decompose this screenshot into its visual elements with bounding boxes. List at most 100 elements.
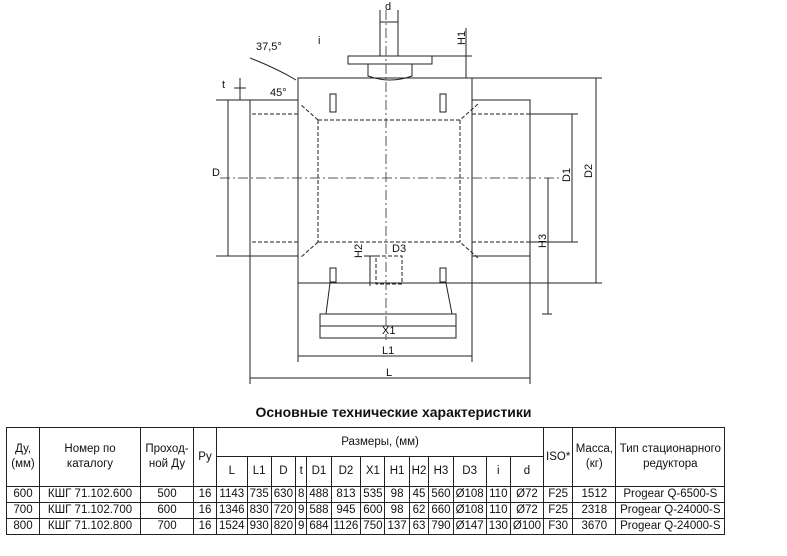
table-cell: F25 [543,486,574,503]
sub-header: H1 [384,456,410,487]
table-cell: 98 [384,486,410,503]
table-cell: Ø72 [509,486,545,503]
sub-header: d [509,456,545,487]
table-cell: 735 [246,486,272,503]
table-cell: 16 [193,518,217,535]
table-cell: 8 [294,486,308,503]
table-cell: 1512 [572,486,617,503]
table-cell: 137 [384,518,410,535]
top-flange [347,55,433,65]
sub-header: D2 [330,456,362,487]
table-cell: 700 [140,518,194,535]
table-cell: 62 [408,502,430,519]
table-cell: 45 [408,486,430,503]
table-cell: 930 [246,518,272,535]
table-cell: F25 [543,502,574,519]
table-cell: КШГ 71.102.800 [39,518,141,535]
table-title: Основные технические характеристики [255,404,532,420]
table-cell: 630 [270,486,296,503]
header-dimensions: Размеры, (мм) [215,427,545,457]
label-H2: H2 [353,244,365,258]
label-D3: D3 [392,243,406,255]
label-X1: X1 [382,325,395,337]
table-cell: 98 [384,502,410,519]
sub-header: H3 [428,456,454,487]
table-cell: Ø108 [452,486,487,503]
sub-header: L1 [246,456,272,487]
table-cell: 800 [6,518,40,535]
table-cell: 588 [306,502,332,519]
label-D: D [212,167,220,179]
header-catalog: Номер по каталогу [39,427,141,487]
table-cell: 9 [294,518,308,535]
table-cell: Progear Q-24000-S [615,502,726,519]
table-cell: 684 [306,518,332,535]
table-cell: 535 [360,486,386,503]
label-L1: L1 [382,345,394,357]
table-cell: 790 [428,518,454,535]
label-angle-45: 45° [270,87,287,99]
table-cell: 945 [330,502,362,519]
table-cell: 560 [428,486,454,503]
header-pressure: Ру [193,427,217,487]
table-cell: Progear Q-6500-S [615,486,726,503]
table-cell: 130 [485,518,511,535]
label-H3: H3 [537,234,549,248]
label-h1: H1 [456,31,468,45]
table-cell: 813 [330,486,362,503]
label-D2: D2 [583,164,595,178]
table-cell: Progear Q-24000-S [615,518,726,535]
table-cell: 63 [408,518,430,535]
table-cell: 600 [360,502,386,519]
header-mass: Масса, (кг) [572,427,617,487]
header-bore: Проход-ной Ду [140,427,194,487]
sub-header: D3 [452,456,487,487]
valve-drawing: d H1 i 37,5° 45° t D D1 D2 D3 H2 H3 X1 L… [212,1,602,384]
table-cell: Ø147 [452,518,487,535]
sub-header: t [294,456,308,487]
table-cell: 660 [428,502,454,519]
header-iso: ISO* [543,427,574,487]
table-cell: 1126 [330,518,362,535]
table-cell: 500 [140,486,194,503]
sub-header: X1 [360,456,386,487]
header-gear: Тип стационарного редуктора [615,427,726,487]
label-t: t [222,79,225,91]
table-cell: 16 [193,486,217,503]
table-cell: 110 [485,502,511,519]
specs-table: Ду, (мм) Номер по каталогу Проход-ной Ду… [6,427,726,535]
sub-header: D1 [306,456,332,487]
table-cell: 1524 [216,518,248,535]
label-i: i [318,35,320,47]
table-cell: Ø100 [509,518,545,535]
header-du: Ду, (мм) [6,427,40,487]
table-cell: 600 [6,486,40,503]
table-cell: F30 [543,518,574,535]
table-cell: Ø72 [509,502,545,519]
table-cell: 110 [485,486,511,503]
table-cell: 3670 [572,518,617,535]
sub-header: L [216,456,248,487]
label-L: L [386,367,392,379]
sub-header: D [270,456,296,487]
stem [379,21,399,57]
table-cell: 830 [246,502,272,519]
table-cell: 9 [294,502,308,519]
table-cell: 16 [193,502,217,519]
table-cell: 488 [306,486,332,503]
sub-header: i [485,456,511,487]
table-cell: 1143 [216,486,248,503]
label-D1: D1 [561,168,573,182]
table-cell: 600 [140,502,194,519]
table-cell: КШГ 71.102.700 [39,502,141,519]
table-cell: Ø108 [452,502,487,519]
support-legs [325,282,453,315]
table-cell: 820 [270,518,296,535]
sub-header: H2 [408,456,430,487]
label-angle-top: 37,5° [256,41,282,53]
table-cell: 700 [6,502,40,519]
table-cell: 1346 [216,502,248,519]
